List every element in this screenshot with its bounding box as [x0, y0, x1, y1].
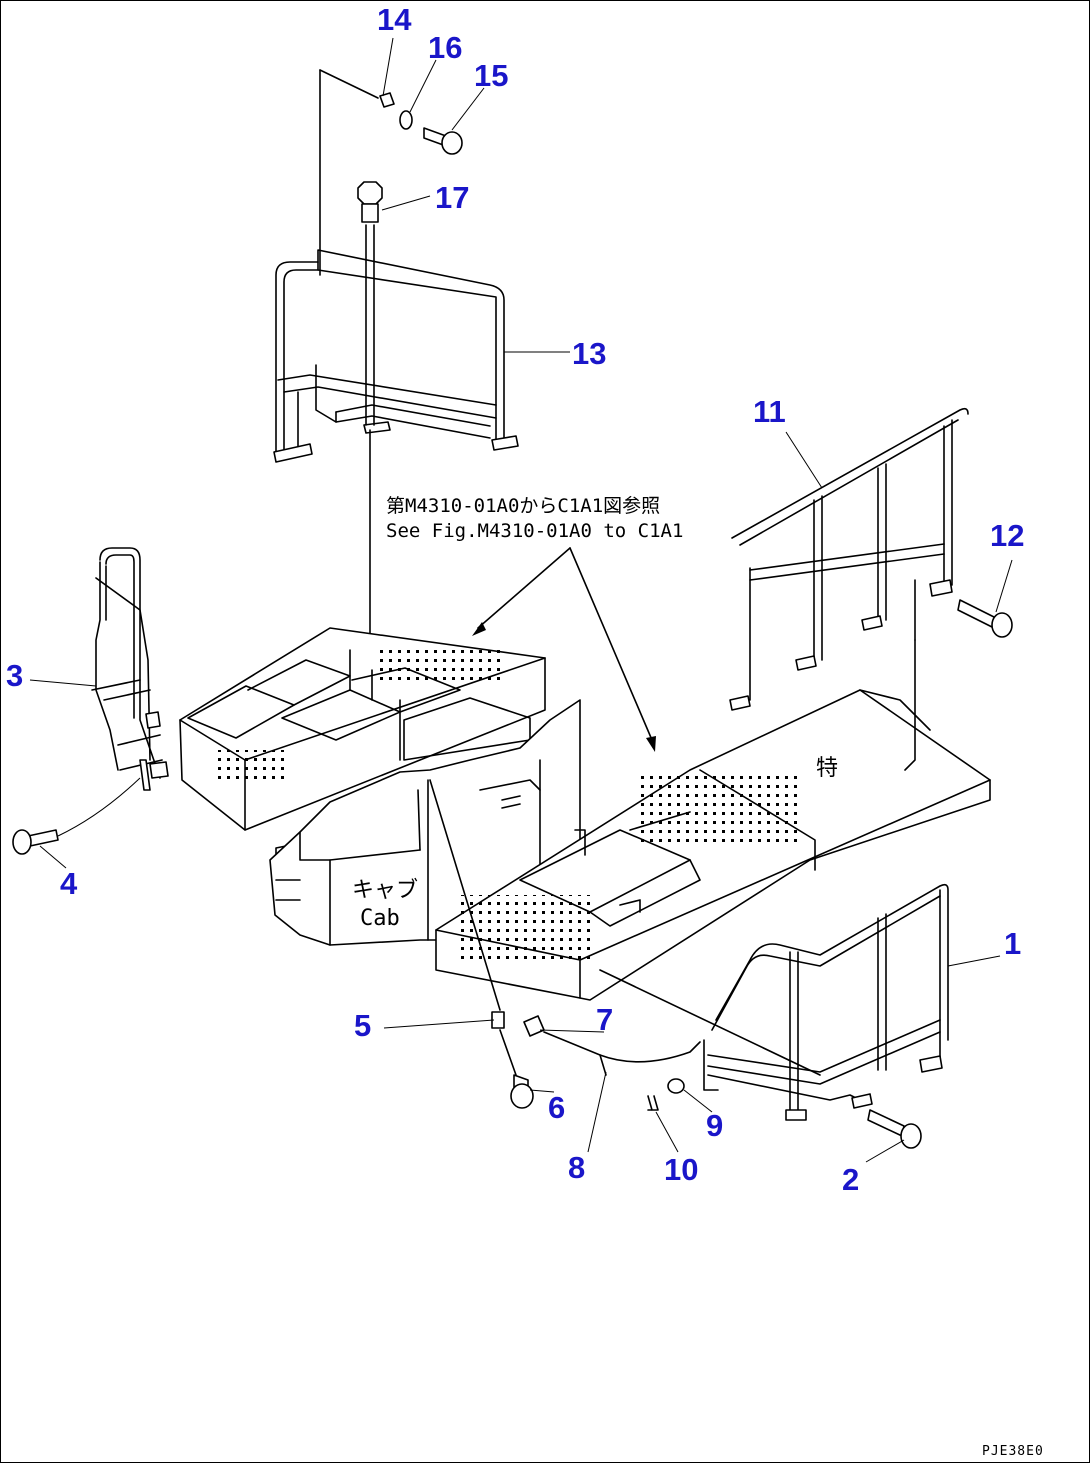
handrail-upper [273, 224, 519, 681]
callout-16: 16 [428, 30, 462, 65]
bolt-17 [357, 181, 383, 223]
callout-1: 1 [1004, 926, 1021, 961]
perforation-left [215, 645, 500, 785]
reference-note-japanese: 第M4310-01A0からC1A1図参照 [386, 495, 660, 517]
ladder-rail-left [91, 547, 169, 791]
fastener-set-14-16-15 [319, 69, 463, 276]
cab-label: キャブ Cab [352, 878, 418, 931]
chain-assembly [429, 779, 701, 1111]
callout-6: 6 [548, 1090, 565, 1125]
callout-numbers: 14 16 15 17 13 11 12 3 4 1 7 5 6 9 8 10 … [6, 2, 1024, 1197]
handrail-right-rear [729, 407, 969, 711]
callout-12: 12 [990, 518, 1024, 553]
reference-arrows [472, 547, 656, 752]
callout-15: 15 [474, 58, 508, 93]
callout-2: 2 [842, 1162, 859, 1197]
panel-mark: 特 [816, 756, 838, 781]
callout-13: 13 [572, 336, 606, 371]
callout-11: 11 [753, 394, 786, 429]
drawing-code: PJE38E0 [982, 1444, 1044, 1459]
leader-lines [29, 37, 1013, 1163]
callout-14: 14 [377, 2, 412, 37]
callout-9: 9 [706, 1108, 723, 1143]
bolt-12 [957, 599, 1013, 638]
callout-17: 17 [435, 180, 469, 215]
callout-8: 8 [568, 1150, 585, 1185]
bolt-2 [867, 1109, 922, 1149]
callout-7: 7 [596, 1002, 613, 1037]
cab-label-english: Cab [360, 906, 400, 931]
callout-5: 5 [354, 1008, 371, 1043]
callout-3: 3 [6, 658, 23, 693]
bolt-4 [12, 777, 141, 855]
callout-4: 4 [60, 866, 78, 901]
perforation-right [455, 775, 800, 965]
cab-label-japanese: キャブ [352, 878, 418, 903]
handrail-right-front [599, 883, 949, 1121]
reference-note: 第M4310-01A0からC1A1図参照 See Fig.M4310-01A0 … [386, 495, 683, 542]
cab-body [269, 699, 581, 946]
callout-10: 10 [664, 1152, 698, 1187]
reference-note-english: See Fig.M4310-01A0 to C1A1 [386, 520, 683, 542]
